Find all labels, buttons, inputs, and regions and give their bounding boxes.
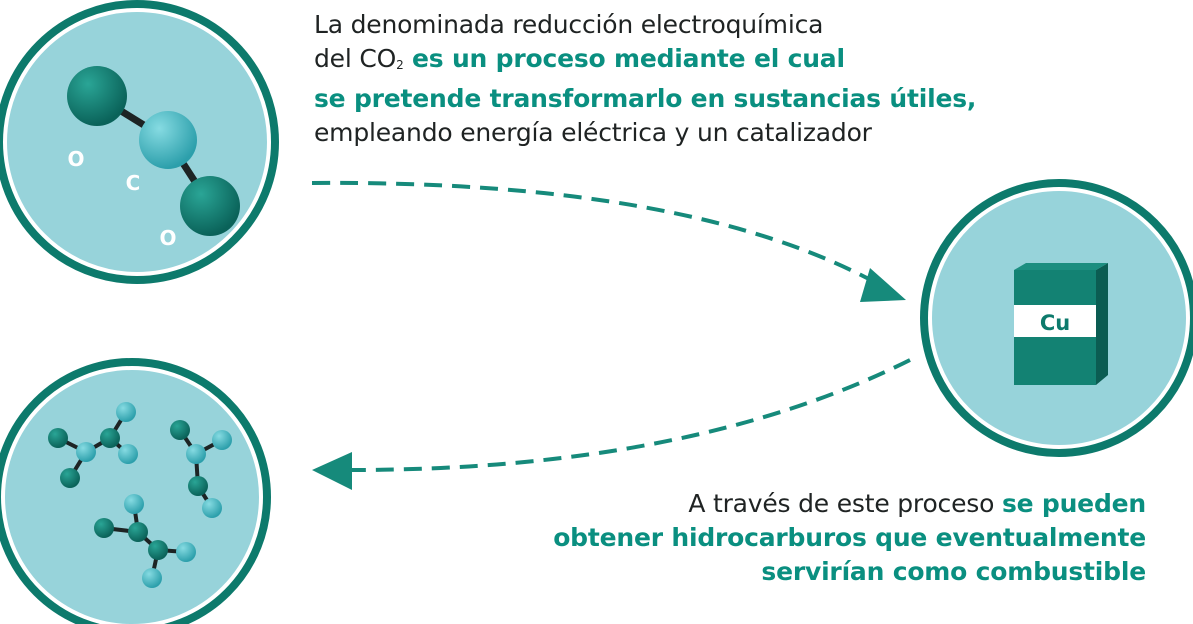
arrow-catalyst-to-hydrocarbons <box>312 358 911 490</box>
result-line-1: A través de este proceso se pueden <box>506 487 1146 521</box>
copper-catalyst-block: Cu <box>1014 263 1108 385</box>
hydrocarbon-molecule-2 <box>170 420 232 518</box>
co2-subscript: 2 <box>396 58 404 72</box>
description-line-4: empleando energía eléctrica y un cataliz… <box>314 118 872 147</box>
result-line-1-normal: A través de este proceso <box>688 489 1002 518</box>
result-line-1-highlight: se pueden <box>1001 489 1146 518</box>
oxygen-atom-bottom <box>180 176 240 236</box>
oxygen-atom-top <box>67 66 127 126</box>
result-line-2-highlight: obtener hidrocarburos que eventualmente <box>553 523 1146 552</box>
arrow-co2-to-catalyst <box>311 180 906 302</box>
description-line-2: del CO2 es un proceso mediante el cual <box>314 42 974 82</box>
reduction-description: La denominada reducción electroquímica d… <box>314 8 977 150</box>
hydrocarbon-molecules <box>48 402 232 588</box>
description-line-1: La denominada reducción electroquímica <box>314 10 824 39</box>
co2-molecule: O C O <box>67 66 240 250</box>
result-description: A través de este proceso se pueden obten… <box>506 487 1146 589</box>
atom-label-o-bottom: O <box>159 226 176 250</box>
description-line-3-highlight: se pretende transformarlo en sustancias … <box>314 84 977 113</box>
atom-label-o-top: O <box>67 147 84 171</box>
hydrocarbon-molecule-1 <box>48 402 138 488</box>
carbon-atom <box>139 111 197 169</box>
description-line-2-normal: del CO <box>314 44 397 73</box>
description-line-2-highlight: es un proceso mediante el cual <box>403 44 845 73</box>
result-line-3-highlight: servirían como combustible <box>761 557 1146 586</box>
co2-circle <box>0 0 279 284</box>
atom-label-c: C <box>126 171 141 195</box>
hydrocarbon-circle <box>0 358 271 624</box>
hydrocarbon-molecule-3 <box>94 494 196 588</box>
catalyst-label: Cu <box>1040 311 1070 335</box>
